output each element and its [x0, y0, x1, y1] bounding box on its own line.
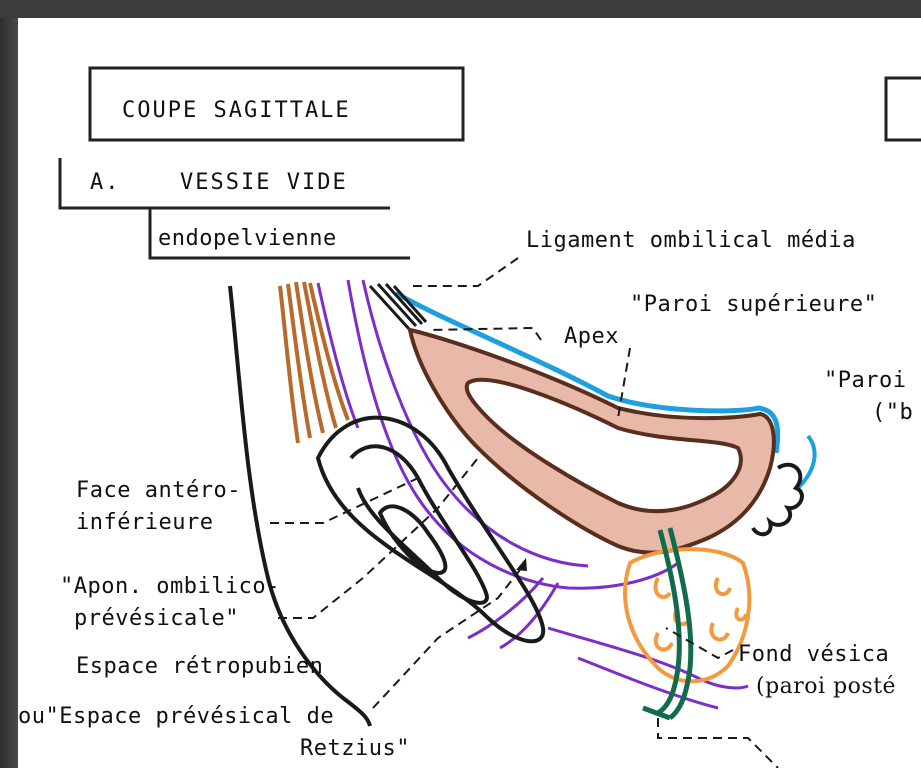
presentation-frame-left: [0, 0, 18, 768]
diagram-title: COUPE SAGITTALE: [122, 98, 351, 123]
label-apex: Apex: [564, 324, 619, 349]
section-subtitle: endopelvienne: [158, 226, 337, 251]
label-ligament-ombilical: Ligament ombilical média: [526, 228, 856, 253]
label-apon-prevesicale: prévésicale": [74, 606, 239, 631]
label-espace-retropubien: Espace rétropubien: [76, 654, 323, 679]
label-apon-ombilico: "Apon. ombilico-: [60, 574, 280, 599]
label-face-inferieure: inférieure: [76, 510, 213, 535]
label-espace-prevesical: ou"Espace prévésical de: [18, 704, 334, 729]
presentation-frame-top: [0, 0, 921, 18]
section-letter: A.: [90, 170, 121, 195]
label-face-antero: Face antéro-: [76, 478, 241, 503]
label-fond-vesical: Fond vésica: [738, 642, 889, 667]
label-retzius: Retzius": [300, 736, 410, 761]
label-paroi-right-1: "Paroi: [824, 368, 906, 393]
bladder-wall: [410, 330, 774, 553]
label-paroi-superieure: "Paroi supérieure": [630, 292, 877, 317]
label-paroi-right-2: ("b: [872, 400, 913, 425]
label-paroi-posterieure: (paroi posté: [756, 674, 896, 699]
diagram-sheet: COUPE SAGITTALE A. VESSIE VIDE endopelvi…: [18, 18, 921, 768]
title-box-right-edge: [886, 78, 921, 140]
section-title: VESSIE VIDE: [180, 170, 348, 195]
arrow-head: [516, 558, 527, 571]
